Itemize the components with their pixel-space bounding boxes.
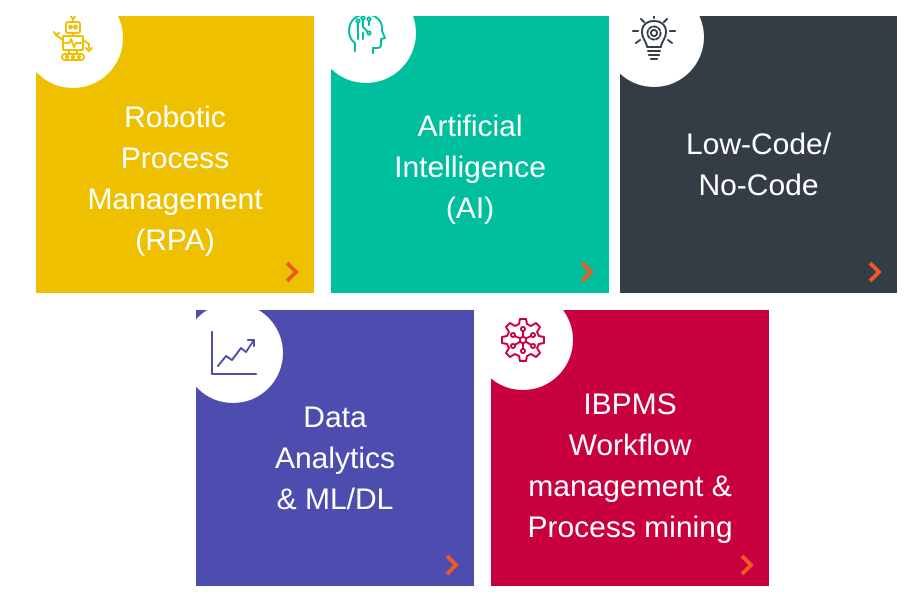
- tile-ai-badge: [331, 16, 416, 83]
- tile-ib-badge: [491, 310, 573, 390]
- chevron-right-icon[interactable]: [284, 261, 300, 283]
- chevron-right-icon[interactable]: [579, 261, 595, 283]
- tile-ai-label: Artificial Intelligence (AI): [394, 110, 546, 225]
- tile-da-badge: [196, 310, 283, 403]
- tile-rpa-label: Robotic Process Management (RPA): [87, 100, 263, 257]
- tile-rpa-badge: [36, 16, 123, 88]
- ai-head-icon: [348, 16, 386, 54]
- tile-ai[interactable]: Artificial Intelligence (AI): [331, 16, 609, 293]
- tile-lc[interactable]: Low-Code/ No-Code: [620, 16, 897, 293]
- tile-ib-label: IBPMS Workflow management & Process mini…: [527, 388, 733, 544]
- trend-chart-icon: [211, 331, 257, 375]
- tile-da[interactable]: Data Analytics & ML/DL: [196, 310, 474, 586]
- chevron-right-icon[interactable]: [867, 261, 883, 283]
- chevron-right-icon[interactable]: [444, 554, 460, 576]
- tile-ib[interactable]: IBPMS Workflow management & Process mini…: [491, 310, 769, 586]
- robot-icon: [53, 16, 93, 61]
- network-gear-icon: [501, 318, 545, 362]
- lightbulb-gear-icon: [632, 16, 676, 60]
- tile-da-label: Data Analytics & ML/DL: [274, 400, 396, 516]
- chevron-right-icon[interactable]: [739, 554, 755, 576]
- tile-rpa[interactable]: Robotic Process Management (RPA): [36, 16, 314, 293]
- tile-lc-label: Low-Code/ No-Code: [685, 127, 832, 202]
- tile-lc-badge: [620, 16, 704, 87]
